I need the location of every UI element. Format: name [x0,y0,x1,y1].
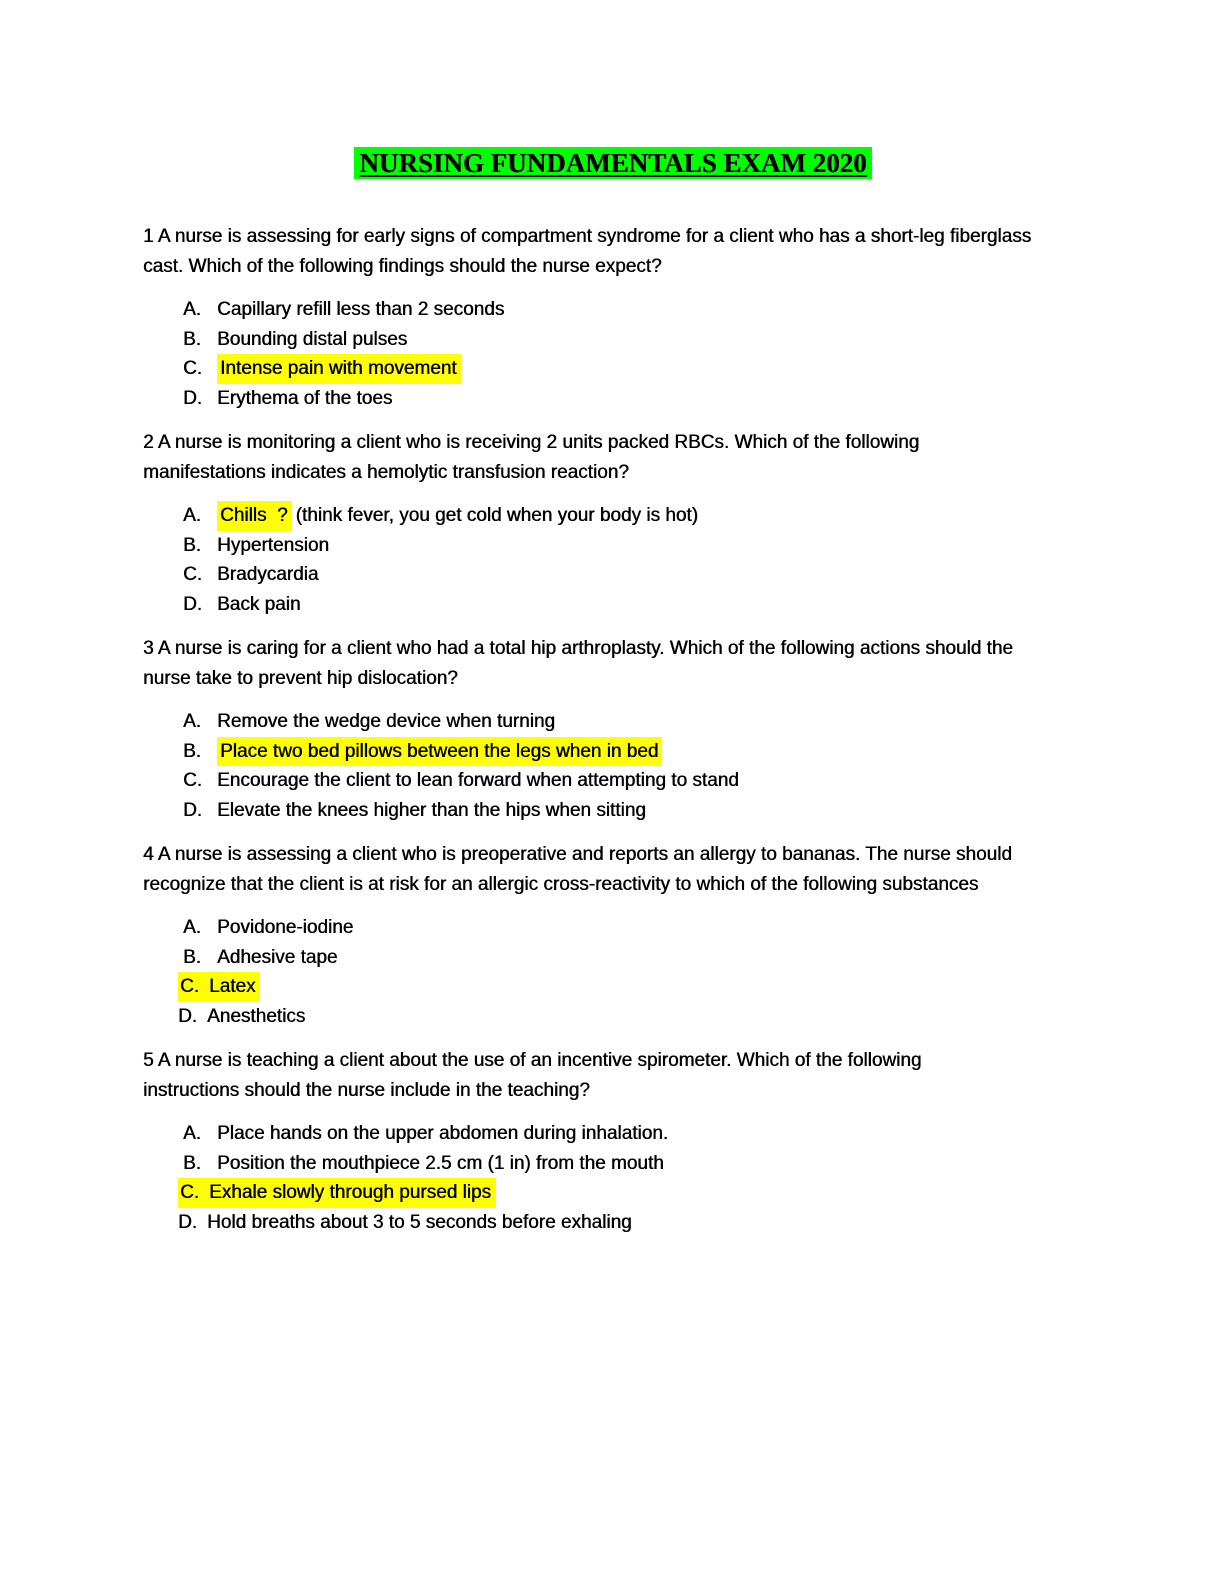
options-list: A. Chills ?(think fever, you get cold whe… [143,501,1084,619]
option-row: D. Elevate the knees higher than the hips… [183,796,1084,826]
option-row: B. Position the mouthpiece 2.5 cm (1 in) … [183,1149,1084,1179]
option-row: C. Bradycardia [183,560,1084,590]
option-row: C. Encourage the client to lean forward w… [183,766,1084,796]
option-highlight-wrap: C. Exhale slowly through pursed lips [178,1178,496,1208]
option-letter: C. [180,1182,199,1203]
option-row: A. Capillary refill less than 2 seconds [183,295,1084,325]
option-text-highlighted: Intense pain with movement [217,354,461,384]
option-row: B. Place two bed pillows between the legs… [183,736,1084,766]
option-text-highlighted: Latex [209,976,256,997]
option-letter: D. [178,1211,197,1233]
question-block-1: 1 A nurse is assessing for early signs o… [143,222,1084,413]
option-letter: B. [183,740,201,762]
option-row: A. Place hands on the upper abdomen durin… [183,1119,1084,1149]
option-letter: D. [183,387,202,409]
question-text-line: 1 A nurse is assessing for early signs o… [143,226,1032,247]
option-row: C. Intense pain with movement [183,354,1084,384]
option-letter: D. [178,1005,197,1027]
options-list: A. Place hands on the upper abdomen durin… [143,1119,1084,1237]
question-text-line: 4 A nurse is assessing a client who is p… [143,844,1012,865]
option-text: Anesthetics [207,1005,306,1027]
option-row: A. Chills ?(think fever, you get cold whe… [183,501,1084,531]
page-title: NURSING FUNDAMENTALS EXAM 2020 [354,147,872,179]
option-text: Remove the wedge device when turning [217,711,555,732]
option-letter: B. [183,1152,201,1174]
option-letter: D. [183,799,202,821]
options-list: A. Remove the wedge device when turning B… [143,707,1084,825]
option-text: Erythema of the toes [217,387,393,409]
option-letter: A. [183,917,201,938]
option-text: Place hands on the upper abdomen during … [217,1123,669,1144]
option-row: B. Adhesive tape [183,943,1084,973]
question-block-2: 2 A nurse is monitoring a client who is … [143,428,1084,619]
option-row: B. Hypertension [183,531,1084,561]
option-letter: B. [183,534,201,556]
option-text-highlighted: Exhale slowly through pursed lips [209,1182,491,1203]
option-text-highlighted: Place two bed pillows between the legs w… [217,736,663,766]
option-row: D. Erythema of the toes [183,384,1084,414]
options-list: A. Capillary refill less than 2 seconds B… [143,295,1084,413]
question-text: 4 A nurse is assessing a client who is p… [143,840,1084,899]
option-text: Encourage the client to lean forward whe… [217,770,739,791]
question-block-5: 5 A nurse is teaching a client about the… [143,1046,1084,1237]
question-text: 1 A nurse is assessing for early signs o… [143,222,1084,281]
question-block-3: 3 A nurse is caring for a client who had… [143,634,1084,825]
option-text: Bradycardia [217,564,319,585]
option-note: (think fever, you get cold when your bod… [295,505,698,526]
option-text: Back pain [217,593,301,615]
options-list: A. Povidone-iodine B. Adhesive tape C. Late… [143,913,1084,1031]
question-text-line: 2 A nurse is monitoring a client who is … [143,432,920,453]
option-text: Adhesive tape [217,946,338,968]
option-row: A. Povidone-iodine [183,913,1084,943]
question-text-line: nurse take to prevent hip dislocation? [143,667,458,689]
option-letter: A. [183,505,201,526]
option-row: D. Anesthetics [178,1002,1084,1032]
option-letter: C. [183,770,202,791]
option-row: A. Remove the wedge device when turning [183,707,1084,737]
option-letter: C. [183,564,202,585]
question-text: 3 A nurse is caring for a client who had… [143,634,1084,693]
option-row: C. Exhale slowly through pursed lips [178,1178,1084,1208]
option-text: Hypertension [217,534,329,556]
option-text-highlighted: Chills ? [217,501,292,531]
question-text-line: 5 A nurse is teaching a client about the… [143,1050,922,1071]
option-text: Povidone-iodine [217,917,354,938]
option-letter: D. [183,593,202,615]
option-row: D. Back pain [183,590,1084,620]
option-text: Position the mouthpiece 2.5 cm (1 in) fr… [217,1152,664,1174]
question-text-line: recognize that the client is at risk for… [143,873,979,895]
option-text: Bounding distal pulses [217,328,408,350]
option-letter: A. [183,711,201,732]
question-text-line: instructions should the nurse include in… [143,1079,590,1101]
option-text: Capillary refill less than 2 seconds [217,299,505,320]
option-letter: B. [183,946,201,968]
question-block-4: 4 A nurse is assessing a client who is p… [143,840,1084,1031]
question-text-line: cast. Which of the following findings sh… [143,255,662,277]
option-text: Hold breaths about 3 to 5 seconds before… [207,1211,632,1233]
option-letter: B. [183,328,201,350]
question-text-line: 3 A nurse is caring for a client who had… [143,638,1013,659]
option-letter: A. [183,1123,201,1144]
question-text: 5 A nurse is teaching a client about the… [143,1046,1084,1105]
option-row: B. Bounding distal pulses [183,325,1084,355]
option-letter: C. [183,358,202,379]
option-highlight-wrap: C. Latex [178,972,261,1002]
question-text-line: manifestations indicates a hemolytic tra… [143,461,629,483]
option-row: C. Latex [178,972,1084,1002]
option-text: Elevate the knees higher than the hips w… [217,799,646,821]
option-letter: C. [180,976,199,997]
option-row: D. Hold breaths about 3 to 5 seconds befo… [178,1208,1084,1238]
title-row: NURSING FUNDAMENTALS EXAM 2020 [143,146,1083,185]
option-letter: A. [183,299,201,320]
question-text: 2 A nurse is monitoring a client who is … [143,428,1084,487]
